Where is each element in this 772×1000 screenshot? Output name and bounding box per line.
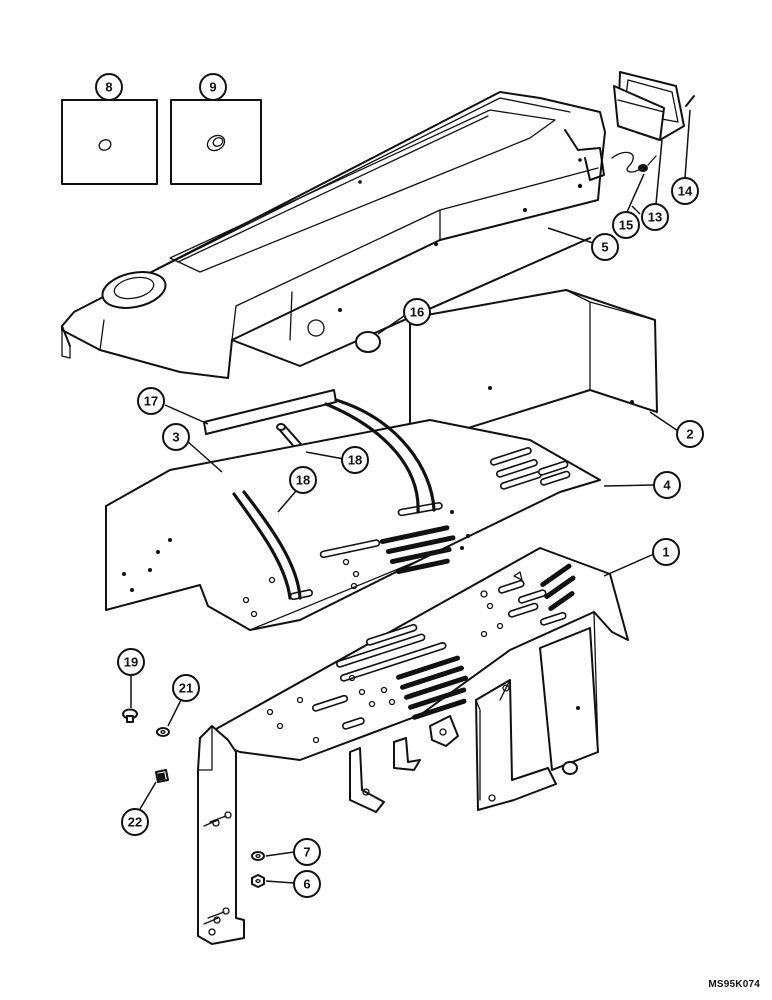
callout-6-label: 6 — [303, 877, 310, 892]
callout-13: 13 — [641, 203, 669, 231]
callout-1-label: 1 — [662, 545, 669, 560]
callout-7: 7 — [293, 838, 321, 866]
callout-5: 5 — [591, 233, 619, 261]
callout-1: 1 — [652, 538, 680, 566]
callout-18-upper-label: 18 — [348, 453, 362, 468]
part-15-bulb — [611, 151, 657, 173]
part-9-grommet-panel — [170, 99, 262, 185]
callout-19-label: 19 — [124, 655, 138, 670]
callout-4: 4 — [653, 471, 681, 499]
callout-3-label: 3 — [172, 430, 179, 445]
part-6-nut — [251, 874, 265, 888]
figure-id: MS95K074 — [708, 979, 760, 990]
part-16-plug — [355, 331, 381, 353]
callout-13-label: 13 — [648, 210, 662, 225]
callout-8: 8 — [95, 73, 123, 101]
callout-2-label: 2 — [686, 427, 693, 442]
leader-lines — [130, 109, 691, 884]
callout-5-label: 5 — [601, 240, 608, 255]
callout-3: 3 — [162, 423, 190, 451]
seal-strap-lines — [232, 398, 436, 600]
callout-14: 14 — [671, 177, 699, 205]
callout-19: 19 — [117, 648, 145, 676]
part-19-screw — [122, 708, 138, 723]
callout-17: 17 — [137, 387, 165, 415]
callout-7-label: 7 — [303, 845, 310, 860]
part-1-mounting-frame — [197, 547, 629, 945]
callout-9-label: 9 — [209, 80, 216, 95]
callout-21: 21 — [172, 674, 200, 702]
callout-4-label: 4 — [663, 478, 671, 493]
callout-2: 2 — [676, 420, 704, 448]
callout-16-label: 16 — [410, 305, 424, 320]
part-17-seal-strip — [203, 389, 337, 435]
part-7-nut — [251, 851, 265, 861]
part-22-clip-nut — [155, 769, 169, 783]
part-13-housing — [613, 71, 685, 141]
part-21-washer — [156, 727, 170, 737]
callout-22: 22 — [121, 808, 149, 836]
callout-8-label: 8 — [105, 80, 112, 95]
part-14-screw — [685, 95, 695, 107]
callout-17-label: 17 — [144, 394, 158, 409]
callout-21-label: 21 — [179, 681, 193, 696]
callout-15: 15 — [612, 211, 640, 239]
part-8-grommet-panel — [61, 99, 158, 185]
callout-14-label: 14 — [678, 184, 693, 199]
callout-9: 9 — [199, 73, 227, 101]
part-4-trim-plate — [105, 419, 601, 631]
callout-16: 16 — [403, 298, 431, 326]
callouts: 1 2 3 4 5 6 7 8 9 13 14 15 16 17 18 18 1… — [95, 73, 704, 898]
trim-plate-slots — [289, 447, 571, 601]
part-2-shroud-panel — [409, 289, 658, 439]
callout-22-label: 22 — [128, 815, 142, 830]
callout-15-label: 15 — [619, 218, 633, 233]
callout-18-upper: 18 — [341, 446, 369, 474]
callout-6: 6 — [293, 870, 321, 898]
frame-deck-slots — [311, 563, 576, 730]
callout-18-lower-label: 18 — [296, 473, 310, 488]
callout-18-lower: 18 — [289, 466, 317, 494]
part-5-console-cover — [61, 91, 606, 379]
